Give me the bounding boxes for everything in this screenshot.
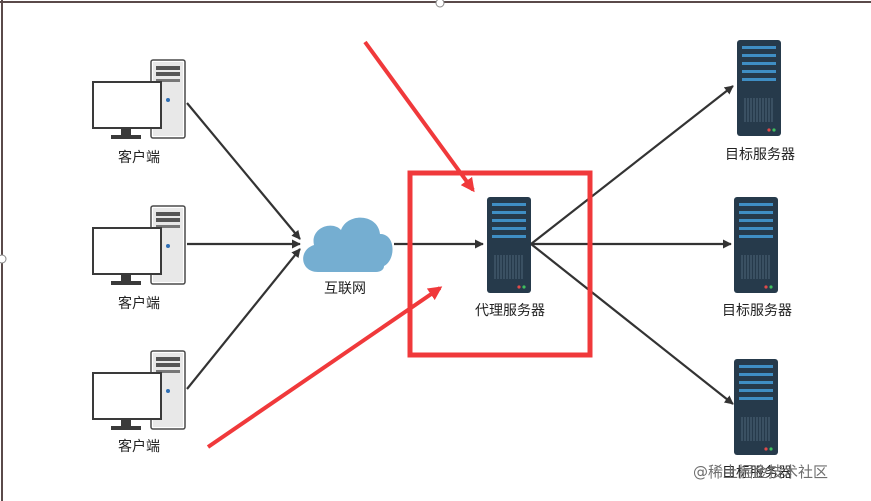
arrow-client1-internet <box>186 102 301 240</box>
target-server-1-icon <box>736 39 782 137</box>
frame-handle-left[interactable] <box>0 254 7 264</box>
arrow-proxy-target3 <box>530 243 734 405</box>
arrow-proxy-target1 <box>530 85 734 245</box>
target-label-1: 目标服务器 <box>725 147 795 163</box>
target-server-3-icon <box>733 358 779 456</box>
internet-cloud-icon <box>303 217 393 272</box>
frame-handle-top[interactable] <box>435 0 445 8</box>
target-label-2: 目标服务器 <box>722 303 792 319</box>
client-computer-3 <box>92 350 186 431</box>
target-server-2-icon <box>733 196 779 294</box>
client-computer-1 <box>92 59 186 140</box>
client-computer-2 <box>92 205 186 286</box>
watermark: @稀土掘金技术社区 <box>693 463 829 481</box>
internet-label: 互联网 <box>324 281 366 297</box>
proxy-label: 代理服务器 <box>475 303 545 319</box>
highlight-arrow-bottom <box>206 286 443 449</box>
client-label-3: 客户端 <box>118 439 160 455</box>
target-label-3: 目标服务器 <box>722 465 792 481</box>
client-label-1: 客户端 <box>118 150 160 166</box>
highlight-arrow-top <box>363 40 475 193</box>
client-label-2: 客户端 <box>118 296 160 312</box>
proxy-server-icon <box>486 196 532 294</box>
proxy-highlight-box <box>407 170 593 358</box>
arrow-client3-internet <box>186 248 301 390</box>
